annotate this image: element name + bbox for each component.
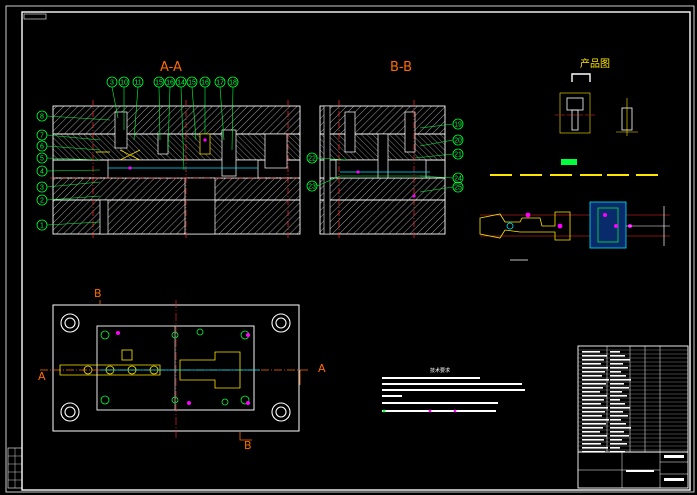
cut-letter-a-left: A — [38, 370, 46, 383]
balloon-number: 23 — [308, 184, 316, 191]
balloon-number: 20 — [454, 138, 462, 145]
balloon: 15 — [186, 76, 198, 141]
balloon: 24 — [419, 172, 464, 184]
section-bb-title: B-B — [390, 60, 412, 75]
notes-title: 技术要求 — [430, 367, 450, 374]
balloon-number: 24 — [454, 176, 462, 183]
section-aa-left-balloons: 8 7 6 5 4 3 2 1 — [36, 110, 111, 231]
balloon-number: 17 — [216, 80, 224, 87]
balloon-number: 14 — [177, 80, 185, 87]
title-block — [577, 345, 689, 489]
balloon: 19 — [419, 118, 464, 130]
balloon: 14 — [175, 76, 187, 171]
balloon-number: 21 — [454, 152, 462, 159]
balloon: 16 — [164, 76, 176, 151]
product-title: 产品图 — [580, 57, 610, 70]
balloon-number: 16 — [166, 80, 174, 87]
balloon: 18 — [227, 76, 239, 151]
balloon: 11 — [132, 76, 144, 141]
balloon-number: 22 — [308, 156, 316, 163]
section-aa-title: A-A — [160, 60, 182, 75]
balloon: 15 — [153, 76, 165, 141]
balloon: 3 — [106, 76, 119, 119]
cut-letter-b-top: B — [94, 287, 102, 300]
balloon: 5 — [36, 152, 101, 164]
balloon-number: 5 — [40, 156, 44, 163]
balloon: 8 — [36, 110, 111, 122]
cut-letter-b-bottom: B — [244, 439, 252, 452]
strip-layout — [479, 174, 670, 261]
balloon-number: 1 — [40, 223, 44, 230]
balloon-number: 11 — [134, 80, 141, 87]
balloon-number: 16 — [201, 80, 209, 87]
balloon: 22 — [306, 152, 349, 164]
balloon-number: 10 — [120, 80, 128, 87]
balloon-number: 3 — [110, 80, 114, 87]
balloon: 7 — [36, 129, 101, 141]
balloon: 4 — [36, 165, 101, 177]
revision-block — [7, 447, 23, 489]
sheet-inner-border — [21, 11, 691, 491]
parts-list-rows — [578, 349, 688, 453]
balloon-number: 6 — [40, 144, 44, 151]
balloon-number: 25 — [454, 185, 462, 192]
balloon-number: 3 — [40, 185, 44, 192]
technical-notes: 技术要求 — [382, 367, 525, 413]
balloon-number: 15 — [188, 80, 196, 87]
balloon: 2 — [36, 194, 101, 206]
balloon-number: 2 — [40, 198, 44, 205]
balloon: 10 — [118, 76, 130, 130]
sheet-corner-box — [23, 13, 47, 20]
balloon-number: 18 — [229, 80, 237, 87]
product-drawing: 产品图 — [555, 57, 638, 165]
cut-letter-a-right: A — [318, 362, 326, 375]
plan-view: B B A A — [38, 287, 326, 452]
balloon: 3 — [36, 181, 101, 193]
balloon-number: 15 — [155, 80, 163, 87]
balloon-number: 7 — [40, 133, 44, 140]
balloon: 25 — [419, 181, 464, 193]
green-marker — [561, 159, 577, 165]
balloon-number: 19 — [454, 122, 462, 129]
section-bb-view: B-B — [319, 60, 446, 240]
balloon: 6 — [36, 140, 101, 152]
balloon: 21 — [414, 148, 464, 160]
balloon: 17 — [214, 76, 226, 141]
balloon: 23 — [306, 175, 341, 192]
sheet-outer-border — [5, 5, 695, 493]
balloon-number: 4 — [40, 169, 44, 176]
balloon-number: 8 — [40, 114, 44, 121]
balloon: 16 — [199, 76, 211, 134]
section-aa-top-balloons: 3 10 11 15 16 14 15 16 17 18 — [106, 76, 239, 171]
balloon: 1 — [36, 219, 101, 231]
balloon: 20 — [419, 134, 464, 147]
section-bb-balloons: 19 20 21 22 23 24 25 — [306, 118, 464, 193]
section-aa-view: A-A — [50, 60, 301, 240]
